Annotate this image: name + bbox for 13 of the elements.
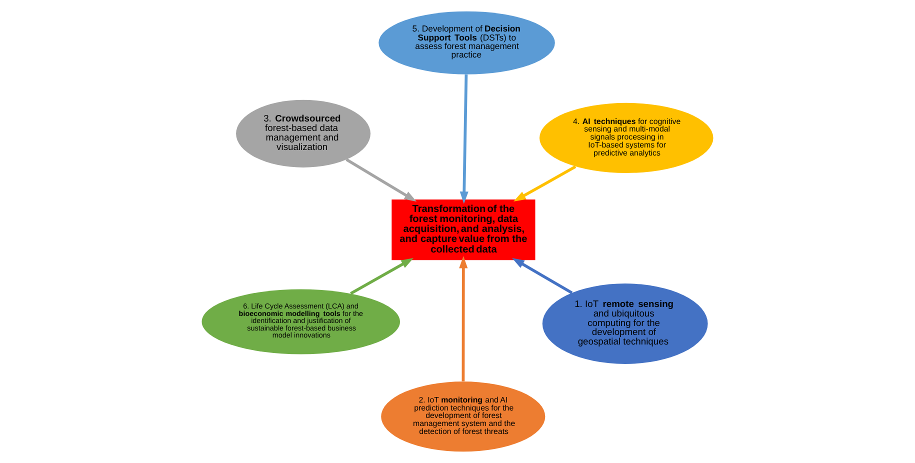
node-ellipse: 1. IoT remote sensing and ubiquitous computing for the development of geospatial techniques: [542, 284, 708, 364]
node-ellipse: 2. IoT monitoring and AI prediction techniques for the development of forest management system and the detection of forest threats: [381, 382, 546, 452]
arrow: [460, 74, 468, 204]
arrow: [514, 165, 576, 202]
node-ellipse: 4. AI techniques for cognitive sensing and multi-modal signals processing in IoT-based systems for predictive analytics: [539, 102, 714, 174]
arrow: [512, 258, 573, 294]
node-ellipse: 5. Development of Decision Support Tools (DSTs) to assess forest management practice: [378, 11, 555, 74]
arrow: [459, 256, 468, 382]
node-ellipse: 6. Life Cycle Assessment (LCA) and bioeconomic modelling tools for the identification and justification of sustainable forest-based business model innovations: [202, 289, 400, 354]
node-ellipse: 3. Crowdsourced forest-based data management and visualization: [236, 100, 370, 168]
arrow: [350, 258, 414, 295]
node-box: Transformation of the forest monitoring, data acquisition, and analysis, and capture value from the collected data: [392, 199, 536, 260]
arrow: [346, 158, 417, 202]
